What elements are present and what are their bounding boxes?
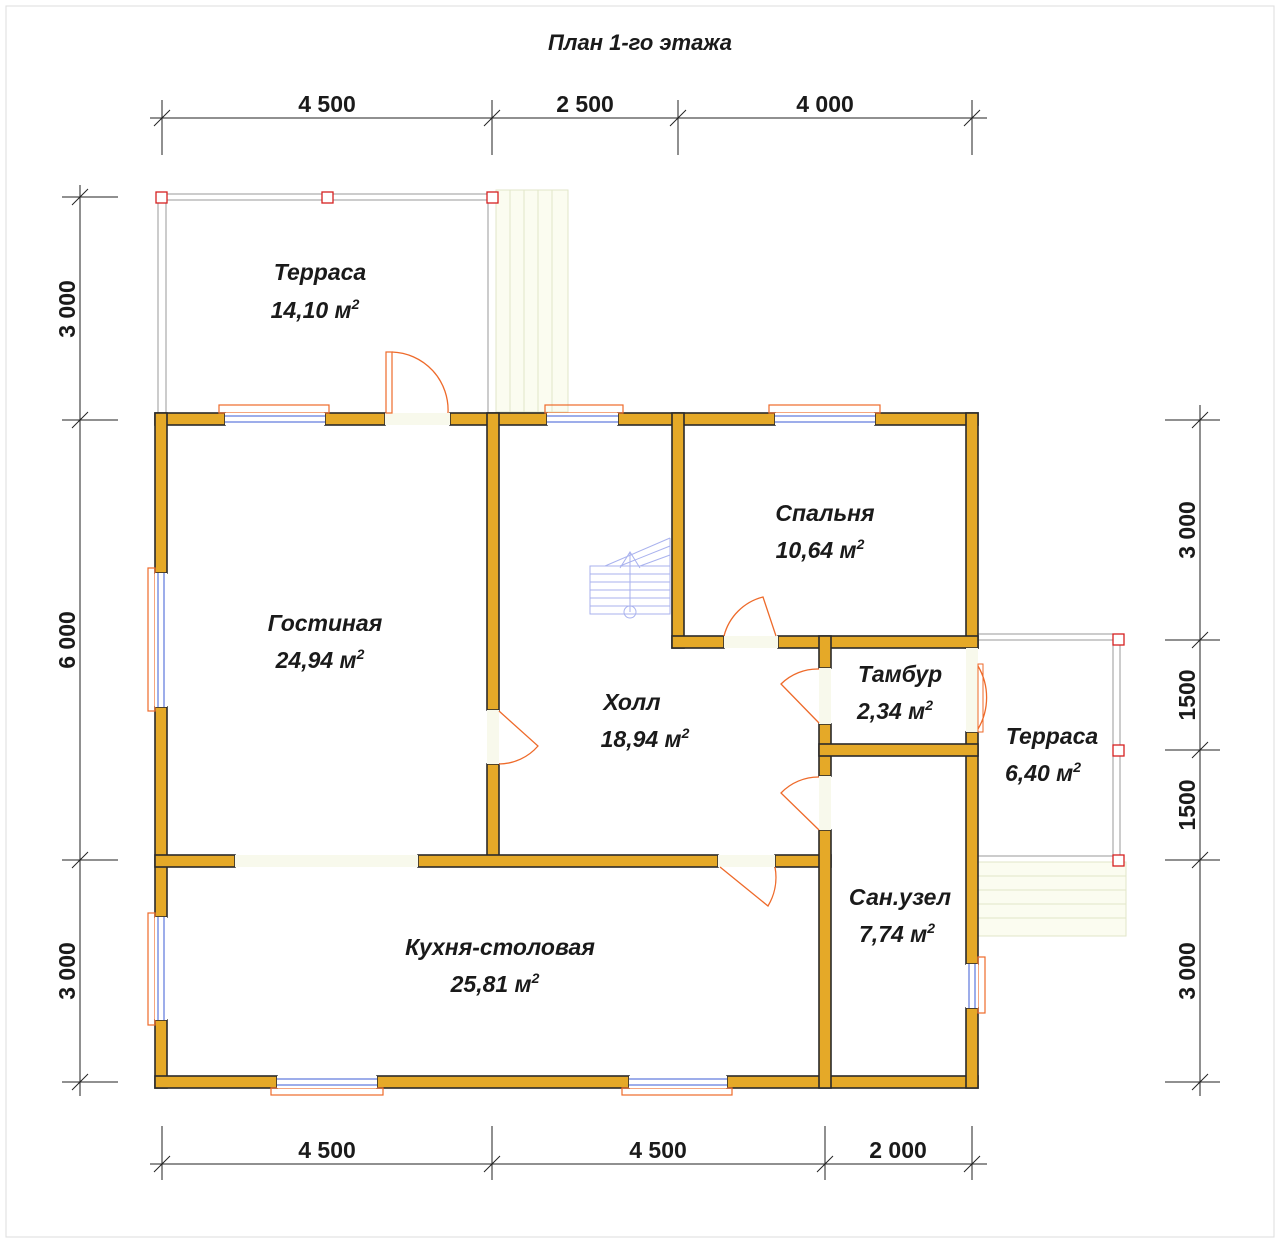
dimension-right: 3 000 1500 1500 3 000 xyxy=(1165,405,1220,1096)
door-icon xyxy=(718,855,777,907)
room-area: 25,81 м2 xyxy=(450,970,540,997)
door-icon xyxy=(385,351,450,425)
window-icon xyxy=(966,956,986,1014)
door-icon xyxy=(487,710,539,765)
dim-bottom-1: 4 500 xyxy=(298,1137,356,1163)
door-icon xyxy=(780,668,831,724)
room-name: Терраса xyxy=(1006,723,1099,749)
room-name: Терраса xyxy=(274,259,367,285)
room-name: Кухня-столовая xyxy=(405,934,595,960)
room-name: Сан.узел xyxy=(849,884,951,910)
terrace-right-structure xyxy=(977,633,1127,937)
dim-right-1: 3 000 xyxy=(1174,501,1200,559)
terrace-top-structure xyxy=(155,189,569,414)
walls xyxy=(154,412,979,1089)
room-area: 14,10 м2 xyxy=(271,296,360,323)
room-name: Холл xyxy=(601,689,660,715)
stair-icon xyxy=(589,537,671,619)
room-name: Спальня xyxy=(775,500,875,526)
door-icon xyxy=(723,596,778,648)
window-icon xyxy=(147,912,167,1026)
open-passage xyxy=(235,855,418,867)
dim-left-1: 3 000 xyxy=(54,280,80,338)
window-icon xyxy=(768,404,881,425)
dim-top-2: 2 500 xyxy=(556,91,614,117)
post-icon xyxy=(486,191,499,204)
doors xyxy=(235,351,988,907)
dim-right-2: 1500 xyxy=(1174,669,1200,720)
room-kitchen: Кухня-столовая 25,81 м2 xyxy=(405,934,595,997)
room-area: 2,34 м2 xyxy=(856,697,933,724)
plan-title: План 1-го этажа xyxy=(548,30,732,55)
dim-top-3: 4 000 xyxy=(796,91,854,117)
post-icon xyxy=(1112,633,1125,646)
room-living: Гостиная 24,94 м2 xyxy=(268,610,383,673)
room-name: Гостиная xyxy=(268,610,383,636)
windows xyxy=(147,404,986,1096)
door-icon xyxy=(966,648,988,733)
window-icon xyxy=(270,1076,384,1096)
post-icon xyxy=(155,191,168,204)
dim-right-4: 3 000 xyxy=(1174,942,1200,1000)
window-icon xyxy=(218,404,330,425)
dim-left-2: 6 000 xyxy=(54,611,80,669)
dim-right-3: 1500 xyxy=(1174,779,1200,830)
window-icon xyxy=(544,404,624,425)
room-bedroom: Спальня 10,64 м2 xyxy=(775,500,875,563)
room-area: 6,40 м2 xyxy=(1005,759,1081,786)
post-icon xyxy=(1112,854,1125,867)
window-icon xyxy=(621,1076,733,1096)
post-icon xyxy=(321,191,334,204)
dimension-left: 3 000 6 000 3 000 xyxy=(54,185,118,1096)
dim-bottom-3: 2 000 xyxy=(869,1137,927,1163)
room-terrace-right: Терраса 6,40 м2 xyxy=(1005,723,1098,786)
room-bathroom: Сан.узел 7,74 м2 xyxy=(849,884,951,947)
room-area: 10,64 м2 xyxy=(776,536,865,563)
sheet-frame xyxy=(5,5,1275,1238)
dim-top-1: 4 500 xyxy=(298,91,356,117)
room-vestibule: Тамбур 2,34 м2 xyxy=(856,661,942,724)
dim-left-3: 3 000 xyxy=(54,942,80,1000)
room-area: 24,94 м2 xyxy=(275,646,365,673)
room-area: 18,94 м2 xyxy=(601,725,690,752)
dimension-top: 4 500 2 500 4 000 xyxy=(150,91,987,155)
terrace-top-steps xyxy=(495,189,569,413)
dim-bottom-2: 4 500 xyxy=(629,1137,687,1163)
dimension-bottom: 4 500 4 500 2 000 xyxy=(150,1126,987,1180)
window-icon xyxy=(147,567,167,712)
room-terrace-top: Терраса 14,10 м2 xyxy=(271,259,367,323)
room-name: Тамбур xyxy=(858,661,942,687)
post-icon xyxy=(1112,744,1125,757)
terrace-right-steps xyxy=(977,861,1127,937)
room-hall: Холл 18,94 м2 xyxy=(601,689,690,752)
room-area: 7,74 м2 xyxy=(859,920,935,947)
door-icon xyxy=(780,776,831,831)
